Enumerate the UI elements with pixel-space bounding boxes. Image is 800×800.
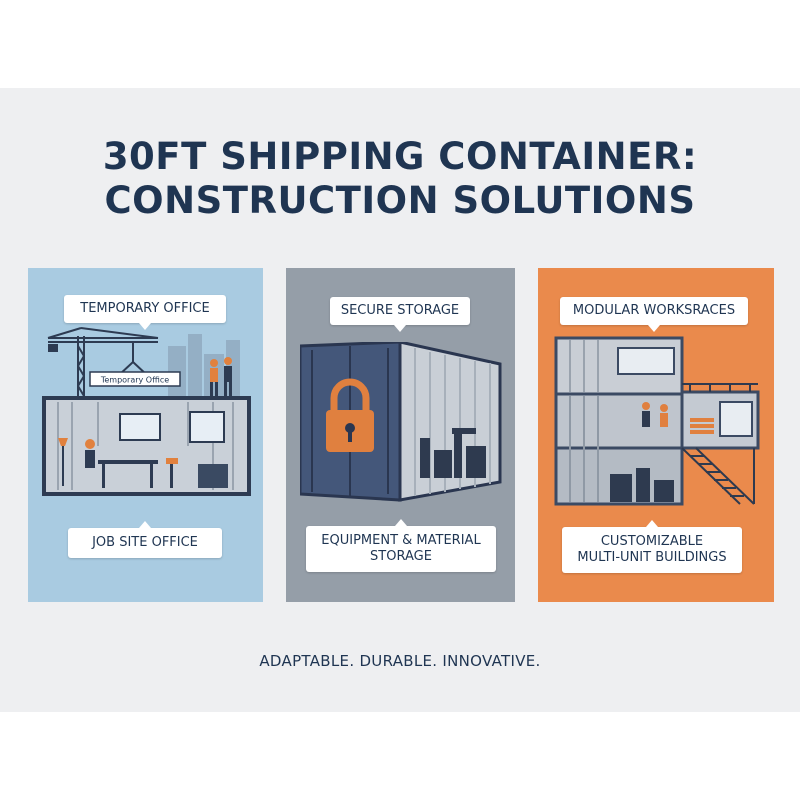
label-text-line1: EQUIPMENT & MATERIAL xyxy=(321,533,481,548)
label-text-line2: MULTI-UNIT BUILDINGS xyxy=(577,550,727,565)
worker-icon xyxy=(210,357,232,396)
worker-icon xyxy=(642,402,668,427)
railing xyxy=(682,383,758,392)
label-modular-workspaces: MODULAR WORKSRACES xyxy=(560,297,748,332)
lumber-stack xyxy=(690,418,714,434)
crane-icon xyxy=(47,327,159,406)
tagline: ADAPTABLE. DURABLE. INNOVATIVE. xyxy=(259,652,541,670)
label-equipment-storage: EQUIPMENT & MATERIAL STORAGE xyxy=(306,519,496,572)
desk xyxy=(98,460,158,464)
label-text: JOB SITE OFFICE xyxy=(92,535,198,550)
window xyxy=(189,411,225,443)
page-title-line1: 30FT SHIPPING CONTAINER: xyxy=(102,135,698,178)
label-secure-storage: SECURE STORAGE xyxy=(330,297,470,332)
storage-container-illustration xyxy=(300,342,502,502)
label-text: TEMPORARY OFFICE xyxy=(80,301,210,316)
label-text-line2: STORAGE xyxy=(370,549,432,564)
label-text-line1: CUSTOMIZABLE xyxy=(600,534,704,549)
sign-text: Temporary Office xyxy=(100,376,169,385)
label-multi-unit-buildings: CUSTOMIZABLE MULTI-UNIT BUILDINGS xyxy=(562,520,742,573)
window xyxy=(119,413,161,441)
label-temporary-office: TEMPORARY OFFICE xyxy=(64,295,226,330)
panel-secure-storage: SECURE STORAGE xyxy=(286,268,515,602)
window xyxy=(719,401,753,437)
label-text: MODULAR WORKSRACES xyxy=(572,303,736,318)
label-job-site-office: JOB SITE OFFICE xyxy=(68,521,222,558)
chair xyxy=(166,458,178,464)
window xyxy=(617,347,675,375)
panel-temporary-office: TEMPORARY OFFICE Temporary Office xyxy=(28,268,263,602)
staircase-icon xyxy=(681,447,755,505)
label-text: SECURE STORAGE xyxy=(340,303,460,318)
office-container-illustration: Temporary Office xyxy=(42,327,251,496)
panel-modular-workspaces: MODULAR WORKSRACES xyxy=(538,268,774,602)
cabinet xyxy=(198,464,228,488)
temporary-office-sign xyxy=(89,371,181,387)
padlock-icon xyxy=(326,378,374,452)
modular-building-illustration xyxy=(554,336,760,506)
page-title-line2: CONSTRUCTION SOLUTIONS xyxy=(104,179,696,222)
equipment xyxy=(610,468,674,502)
tools-icon xyxy=(420,428,486,478)
